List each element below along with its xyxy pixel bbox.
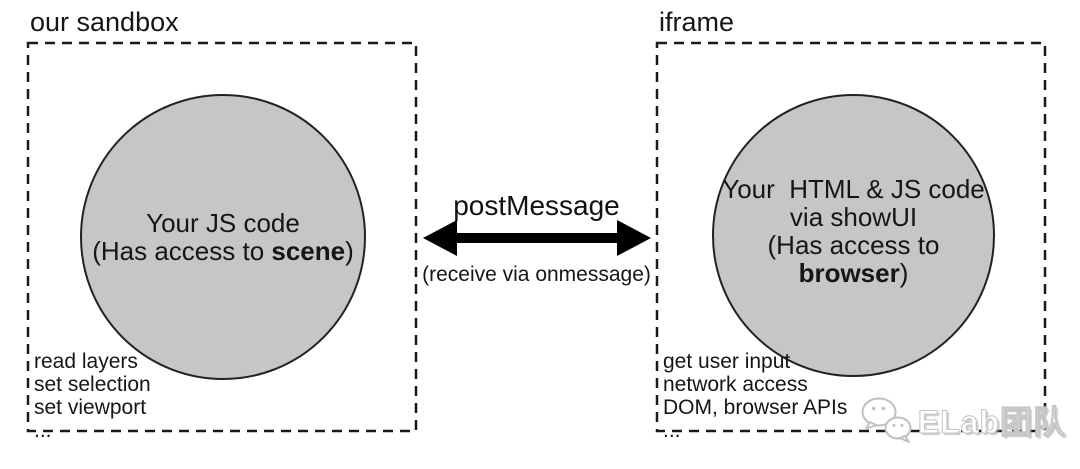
capability-item: ... — [34, 419, 52, 442]
right-capabilities-list: get user input network access DOM, brows… — [663, 350, 847, 442]
double-arrow-icon — [423, 220, 651, 256]
capability-item: network access — [663, 373, 808, 396]
right-circle: Your HTML & JS code via showUI (Has acce… — [712, 94, 995, 377]
watermark: ELab团队 — [858, 395, 1066, 445]
postmessage-label: postMessage — [453, 190, 620, 221]
capability-item: read layers — [34, 350, 138, 373]
wechat-icon — [861, 397, 912, 443]
left-circle-label: Your JS code (Has access to scene) — [92, 208, 354, 266]
left-sandbox-box — [26, 41, 418, 433]
capability-item: get user input — [663, 350, 791, 373]
capability-item: set viewport — [34, 396, 147, 419]
right-circle-label: Your HTML & JS code via showUI (Has acce… — [722, 173, 985, 288]
capability-item: ... — [663, 419, 681, 442]
capability-item: DOM, browser APIs — [663, 396, 848, 419]
left-panel-title: our sandbox — [30, 7, 179, 37]
onmessage-sublabel: (receive via onmessage) — [422, 263, 651, 286]
watermark-text: ELab团队 — [917, 404, 1066, 441]
left-capabilities-list: read layers set selection set viewport .… — [34, 350, 151, 442]
right-iframe-box — [655, 41, 1047, 433]
right-panel-title: iframe — [659, 7, 735, 37]
capability-item: set selection — [34, 373, 151, 396]
left-circle: Your JS code (Has access to scene) — [80, 94, 366, 380]
